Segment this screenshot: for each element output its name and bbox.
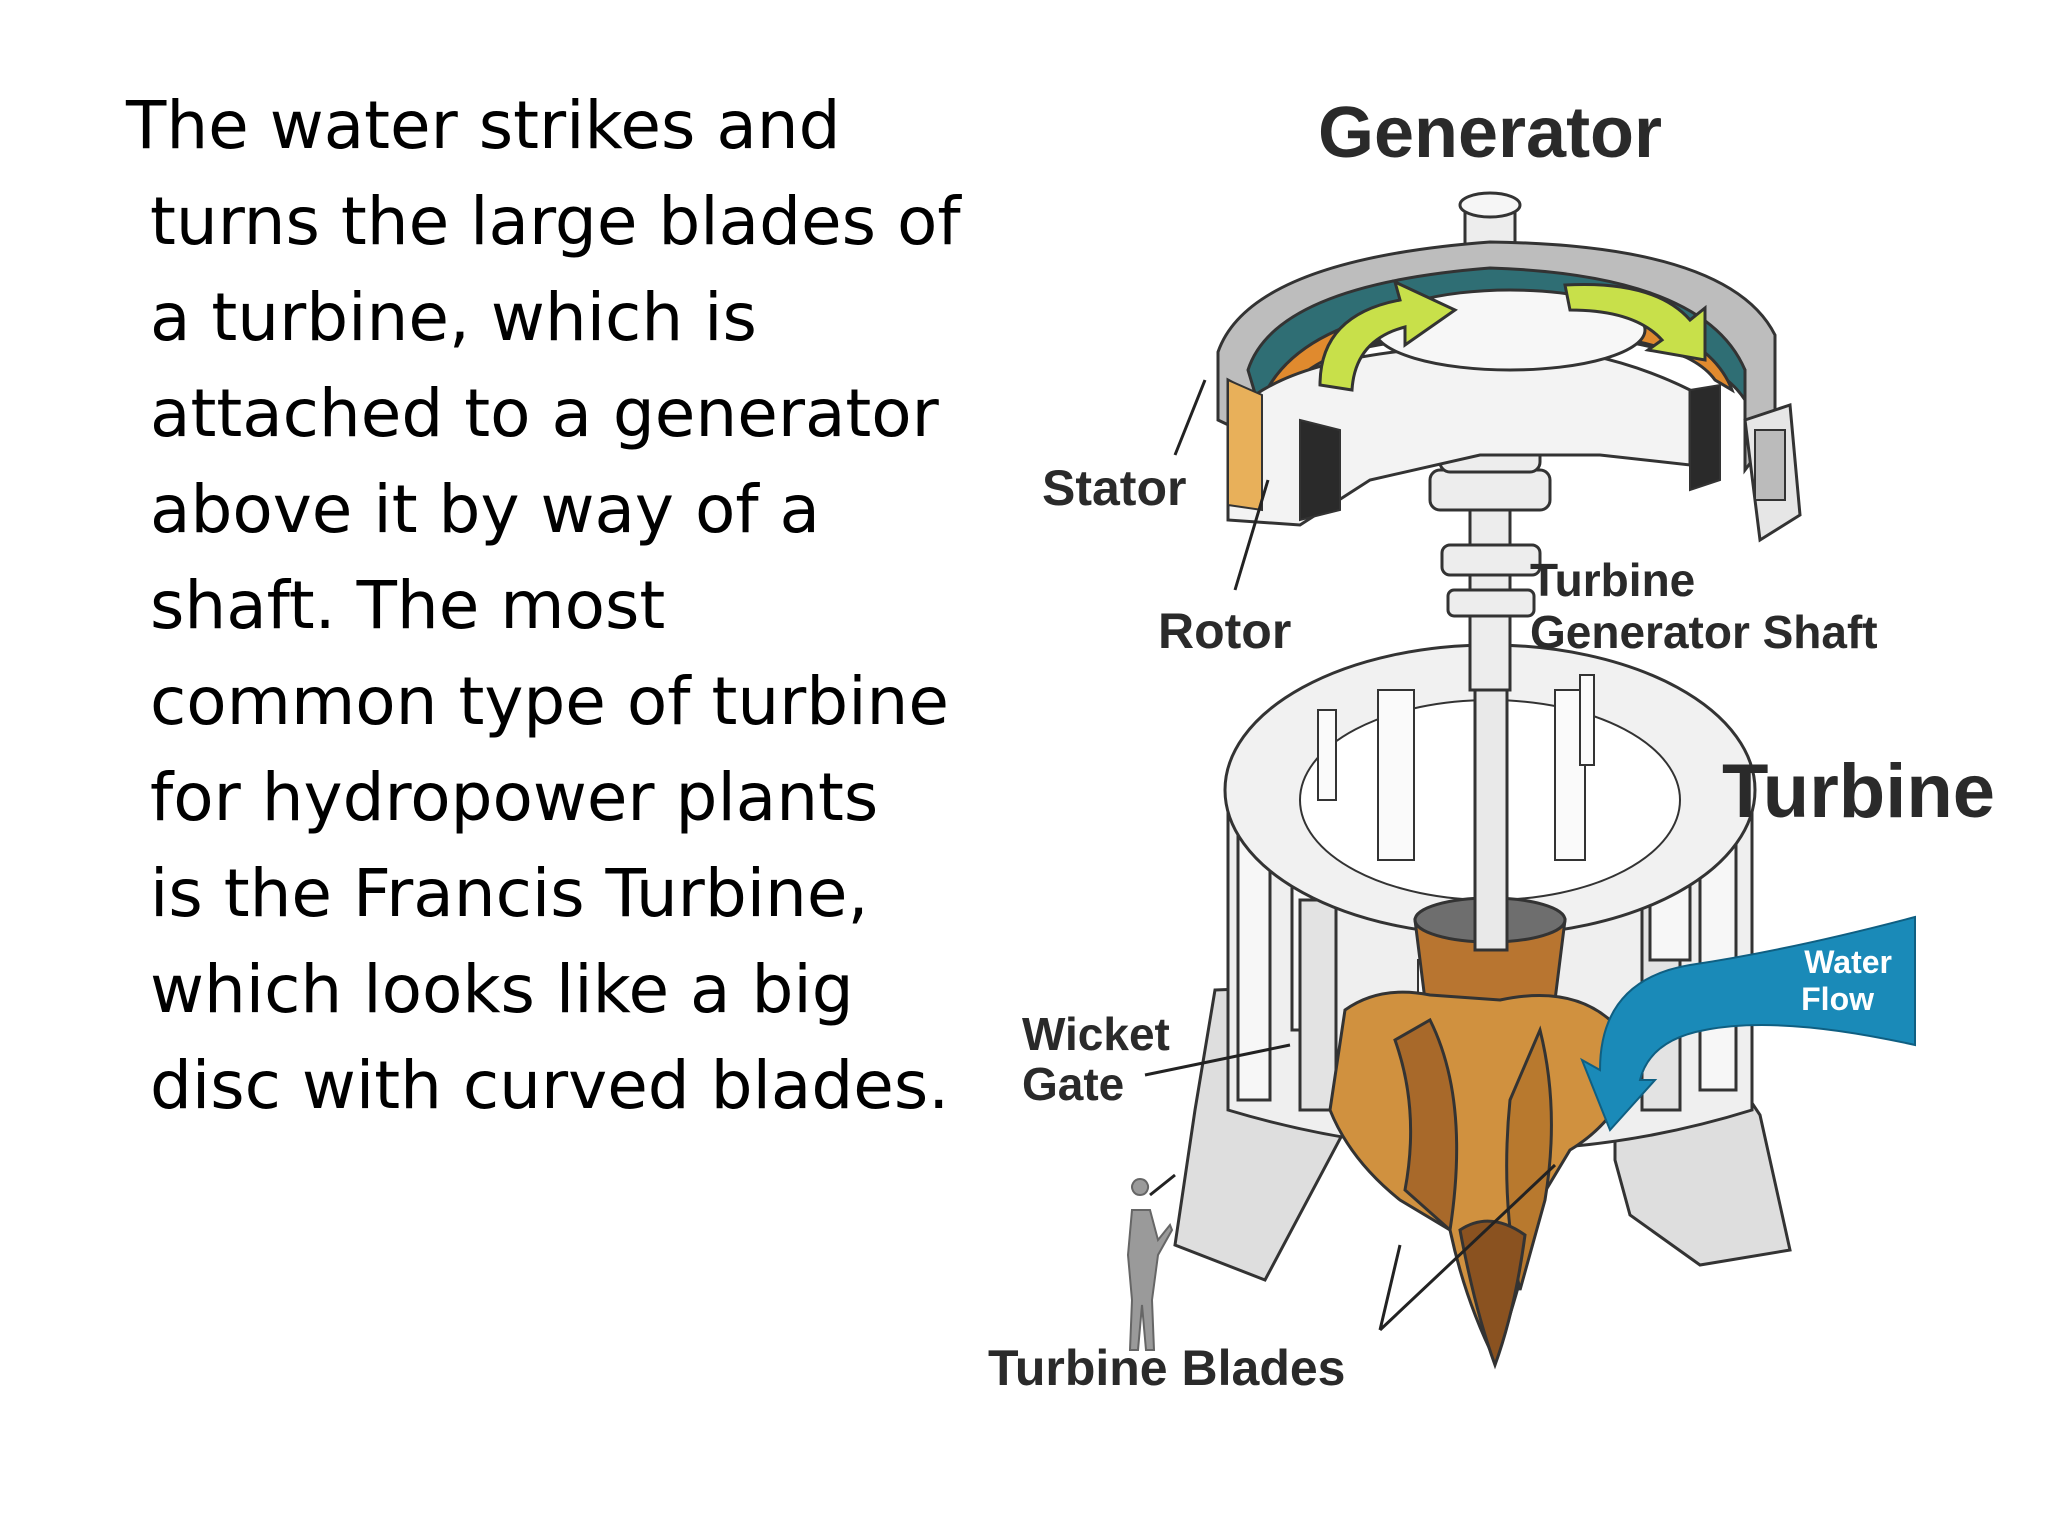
body-line: attached to a generator (150, 375, 939, 452)
body-line: common type of turbine (150, 663, 949, 740)
body-line: turns the large blades of (150, 183, 961, 260)
body-line: The water strikes and (126, 87, 841, 164)
water-flow-arrow (1580, 915, 1916, 1132)
runner-blade-shadow-1 (1393, 1017, 1459, 1233)
shaft-label-line-1: Turbine (1530, 554, 1695, 606)
stator-windings (1227, 378, 1721, 522)
turbine-label: Turbine (1722, 749, 1995, 834)
body-line: for hydropower plants (150, 759, 879, 836)
person-silhouette-icon (1126, 1178, 1174, 1351)
generator-assembly (1216, 240, 1802, 543)
water-flow-label-1: Water (1804, 944, 1892, 980)
turbine-assembly (1173, 643, 1792, 1370)
body-line: is the Francis Turbine, (150, 855, 869, 932)
stator-label: Stator (1042, 460, 1186, 516)
body-line: disc with curved blades. (150, 1047, 950, 1124)
lower-shaft (1473, 648, 1509, 952)
rotor-label: Rotor (1158, 603, 1291, 659)
body-line: shaft. The most (150, 567, 666, 644)
body-line: which looks like a big (150, 951, 854, 1028)
body-text: The water strikes and turns the large bl… (126, 78, 966, 1134)
stator-panel-window (1754, 429, 1786, 501)
runner-cone (1458, 1219, 1527, 1370)
wicket-gate-label-line-1: Wicket (1022, 1008, 1170, 1060)
wicket-gate-label-line-2: Gate (1022, 1058, 1124, 1110)
leader-lines (1144, 379, 1557, 1332)
generator-label: Generator (1318, 93, 1662, 173)
body-line: above it by way of a (150, 471, 820, 548)
hydro-turbine-diagram: Water Flow (988, 93, 1995, 1396)
rotation-arrow-right (1563, 282, 1707, 362)
turbine-blades-label: Turbine Blades (988, 1340, 1345, 1396)
runner-blade-shadow-2 (1505, 1025, 1553, 1291)
water-flow-label-2: Flow (1801, 981, 1874, 1017)
body-line: a turbine, which is (150, 279, 757, 356)
rotation-arrow-left (1318, 279, 1458, 392)
shaft-label-line-2: Generator Shaft (1530, 606, 1878, 658)
